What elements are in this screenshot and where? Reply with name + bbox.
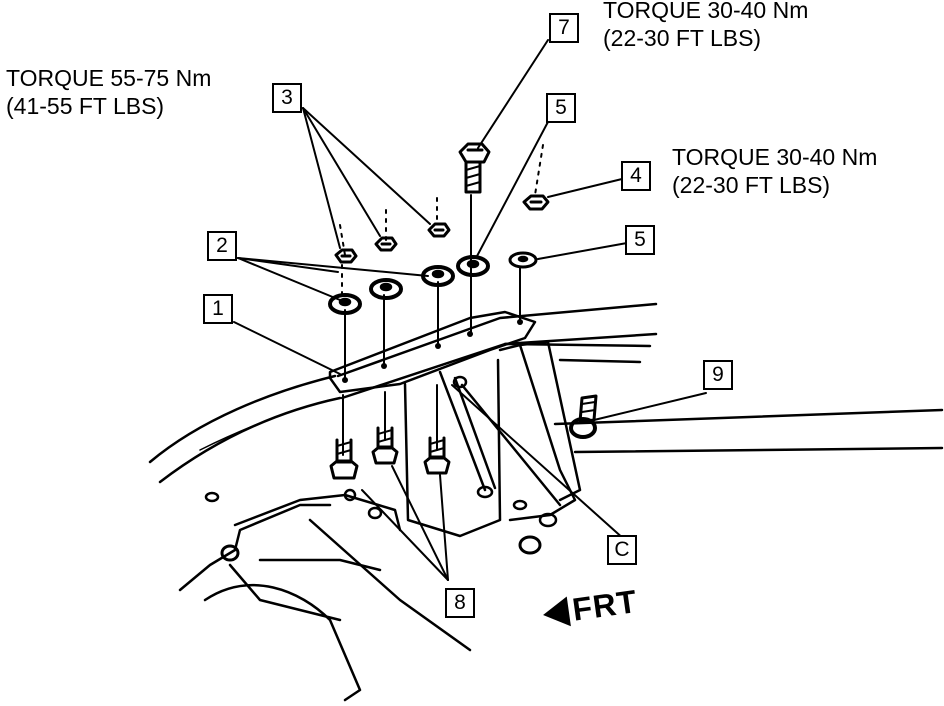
bolt — [329, 438, 359, 480]
nut — [427, 222, 451, 238]
bracket-holes — [342, 319, 523, 383]
torque-nm: TORQUE 55-75 Nm — [6, 65, 212, 91]
bolt — [371, 426, 399, 465]
washers — [328, 251, 538, 315]
washer — [508, 251, 538, 269]
washer — [369, 278, 403, 300]
callout-2: 2 — [207, 231, 237, 261]
leader-lines — [233, 39, 707, 581]
left-arrow-icon — [540, 596, 571, 630]
torque-ftlbs: (22-30 FT LBS) — [603, 25, 762, 51]
nut — [334, 248, 358, 264]
crossmember — [178, 488, 472, 702]
callout-1: 1 — [203, 294, 233, 324]
nut — [522, 194, 550, 211]
support-bracket — [328, 310, 582, 555]
torque-ftlbs: (41-55 FT LBS) — [6, 93, 165, 119]
torque-spec-nuts: TORQUE 55-75 Nm (41-55 FT LBS) — [6, 64, 211, 120]
callout-3: 3 — [272, 83, 302, 113]
fastener-axis-lines — [339, 144, 544, 456]
nuts — [334, 194, 550, 264]
torque-spec-nut-4: TORQUE 30-40 Nm (22-30 FT LBS) — [672, 143, 877, 199]
torque-nm: TORQUE 30-40 Nm — [672, 144, 878, 170]
callout-9: 9 — [703, 360, 733, 390]
frame-rail — [148, 302, 944, 503]
bolt-9 — [569, 394, 598, 439]
callout-4: 4 — [621, 161, 651, 191]
callout-c: C — [607, 535, 637, 565]
bolt — [423, 436, 451, 475]
torque-ftlbs: (22-30 FT LBS) — [672, 172, 831, 198]
callout-5-lower: 5 — [625, 225, 655, 255]
callout-8: 8 — [445, 588, 475, 618]
washer — [328, 293, 362, 315]
washer — [456, 255, 490, 277]
nut — [374, 236, 398, 252]
lower-bolts-8 — [329, 426, 451, 480]
torque-nm: TORQUE 30-40 Nm — [603, 0, 809, 23]
callout-7: 7 — [549, 13, 579, 43]
bolt-7 — [458, 142, 491, 194]
callout-5-upper: 5 — [546, 93, 576, 123]
torque-spec-bolt-7: TORQUE 30-40 Nm (22-30 FT LBS) — [603, 0, 808, 52]
